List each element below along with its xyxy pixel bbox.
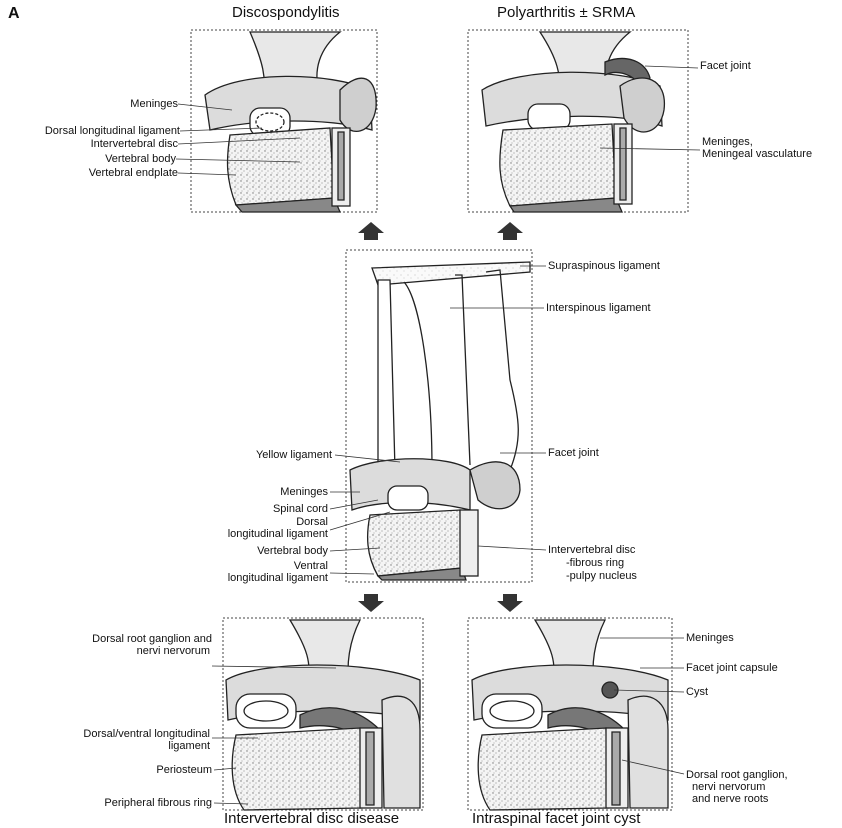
label-nervi-nervorum: nervi nervorum (137, 645, 210, 657)
label-ventral-longitudinal-ligament: longitudinal ligament (228, 572, 328, 584)
title-ivdd: Intervertebral disc disease (224, 810, 399, 827)
label-intervertebral-disc: Intervertebral disc (91, 138, 178, 150)
panel-letter: A (8, 8, 20, 20)
label-intervertebral-disc-center: Intervertebral disc (548, 544, 635, 556)
label-meningeal-vasculature: Meningeal vasculature (702, 148, 812, 160)
label-spinal-cord: Spinal cord (273, 503, 328, 515)
label-interspinous-ligament: Interspinous ligament (546, 302, 651, 314)
label-fibrous-ring: -fibrous ring (566, 557, 624, 569)
vertebra-illustration-bottom-right (472, 620, 668, 810)
vertebra-illustration-top-right (482, 32, 664, 212)
label-drg-comma: Dorsal root ganglion, (686, 769, 788, 781)
label-ventral: Ventral (294, 560, 328, 572)
arrow-down-right (497, 594, 523, 612)
label-periosteum: Periosteum (156, 764, 212, 776)
label-and-nerve-roots: and nerve roots (692, 793, 768, 805)
label-facet-joint-top: Facet joint (700, 60, 751, 72)
vertebra-illustration-bottom-left (226, 620, 420, 810)
label-meninges: Meninges (130, 98, 178, 110)
label-facet-joint-center: Facet joint (548, 447, 599, 459)
label-supraspinous-ligament: Supraspinous ligament (548, 260, 660, 272)
label-nervi-nervorum-bottom: nervi nervorum (692, 781, 765, 793)
label-dorsal: Dorsal (296, 516, 328, 528)
label-dorsal-ventral-longitudinal: Dorsal/ventral longitudinal (83, 728, 210, 740)
label-vertebral-body-center: Vertebral body (257, 545, 328, 557)
label-dorsal-longitudinal-ligament-center: longitudinal ligament (228, 528, 328, 540)
title-discospondylitis: Discospondylitis (232, 4, 340, 21)
label-ligament: ligament (168, 740, 210, 752)
label-dorsal-longitudinal-ligament: Dorsal longitudinal ligament (45, 125, 180, 137)
label-meninges-comma: Meninges, (702, 136, 753, 148)
label-peripheral-fibrous-ring: Peripheral fibrous ring (104, 797, 212, 809)
label-drg-and: Dorsal root ganglion and (92, 633, 212, 645)
label-pulpy-nucleus: -pulpy nucleus (566, 570, 637, 582)
title-polyarthritis: Polyarthritis ± SRMA (497, 4, 635, 21)
spine-illustration-center (350, 262, 530, 580)
label-meninges-center: Meninges (280, 486, 328, 498)
label-facet-joint-capsule: Facet joint capsule (686, 662, 778, 674)
arrow-up-left (358, 222, 384, 240)
label-vertebral-body: Vertebral body (105, 153, 176, 165)
label-meninges-bottom: Meninges (686, 632, 734, 644)
vertebra-illustration-top-left (205, 32, 376, 212)
label-vertebral-endplate: Vertebral endplate (89, 167, 178, 179)
label-yellow-ligament: Yellow ligament (256, 449, 332, 461)
label-cyst: Cyst (686, 686, 708, 698)
arrow-up-right (497, 222, 523, 240)
arrow-down-left (358, 594, 384, 612)
title-facet-cyst: Intraspinal facet joint cyst (472, 810, 640, 827)
